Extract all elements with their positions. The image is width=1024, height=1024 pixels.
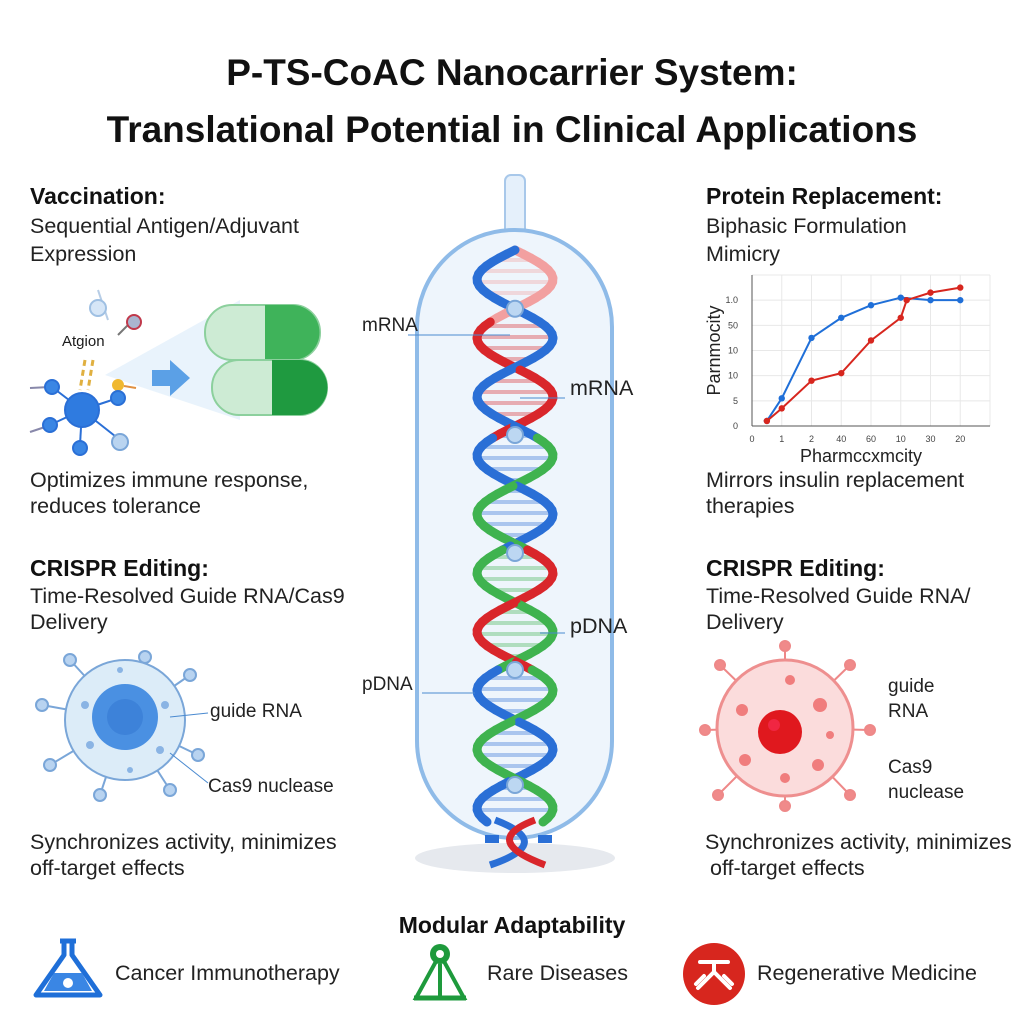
pdna-label-left: pDNA: [362, 674, 413, 695]
vaccination-heading: Vaccination:: [30, 183, 166, 209]
strand-b: [538, 813, 553, 827]
x-tick-label: 20: [955, 434, 965, 444]
modular-item-regenerative-medicine: Regenerative Medicine: [757, 961, 977, 985]
crispr-right-subtitle-1: Time-Resolved Guide RNA/: [706, 584, 971, 608]
helix-node: [506, 299, 524, 318]
crispr-right-benefit-1: Synchronizes activity, minimizes: [705, 830, 1012, 854]
helix-node: [506, 776, 524, 794]
data-point-red: [903, 296, 910, 304]
strand-a: [477, 813, 492, 827]
modular-item-cancer-immunotherapy: Cancer Immunotherapy: [115, 961, 340, 985]
blue-cell-icon: [35, 650, 209, 802]
data-point-red: [778, 405, 785, 412]
helix-node: [506, 544, 524, 562]
data-point-blue: [808, 334, 815, 342]
vaccination-subtitle-2: Expression: [30, 242, 137, 266]
cas9-label-right: Cas9: [888, 757, 933, 778]
x-axis-label: Pharmccxmcity: [800, 446, 922, 466]
data-point-red: [763, 417, 771, 425]
flask-icon: [33, 938, 103, 998]
y-tick-label: 1.0: [725, 295, 738, 305]
x-tick-label: 10: [896, 434, 906, 444]
arrow-icon: [152, 360, 190, 396]
x-tick-label: 0: [749, 434, 754, 444]
data-point-blue: [957, 296, 964, 304]
modular-item-rare-diseases: Rare Diseases: [487, 961, 628, 985]
crispr-right-subtitle-2: Delivery: [706, 610, 784, 634]
data-point-red: [808, 377, 815, 384]
vaccination-subtitle-1: Sequential Antigen/Adjuvant: [30, 214, 299, 238]
y-tick-label: 5: [733, 396, 738, 406]
red-cell-icon: [699, 640, 876, 812]
y-tick-label: 10: [728, 371, 738, 381]
data-point-blue: [778, 395, 785, 402]
nanocarrier-capsule: [408, 174, 615, 873]
rna-label-right: RNA: [888, 701, 929, 722]
strand-tail: [506, 816, 547, 869]
crispr-right-benefit-2: off-target effects: [710, 856, 865, 880]
crispr-right-heading: CRISPR Editing:: [706, 555, 885, 581]
antigen-label: Atgion: [62, 333, 105, 350]
data-point-blue: [867, 302, 875, 309]
capsule-icon: [204, 304, 328, 416]
x-tick-label: 1: [779, 434, 784, 444]
y-tick-label: 10: [728, 346, 738, 356]
mrna-label-left: mRNA: [362, 315, 418, 336]
crispr-left-benefit-2: off-target effects: [30, 856, 185, 880]
data-point-blue: [897, 294, 904, 301]
data-point-red: [867, 337, 875, 344]
protein-benefit-1: Mirrors insulin replacement: [706, 468, 965, 492]
protein-benefit-2: therapies: [706, 494, 795, 518]
y-tick-label: 0: [733, 421, 738, 431]
vaccination-illustration: [29, 289, 328, 456]
title-line-1: P-TS-CoAC Nanocarrier System:: [226, 52, 798, 93]
protein-heading: Protein Replacement:: [706, 183, 943, 209]
x-tick-label: 40: [836, 434, 846, 444]
data-point-red: [957, 284, 964, 291]
data-point-red: [927, 289, 934, 296]
vaccination-benefit-1: Optimizes immune response,: [30, 468, 309, 492]
molecule-icon: [412, 944, 468, 1001]
x-tick-label: 60: [866, 434, 876, 444]
data-point-red: [897, 314, 904, 321]
crispr-left-subtitle-2: Delivery: [30, 610, 108, 634]
antigen-cell-icon: [29, 379, 129, 456]
x-tick-label: 2: [809, 434, 814, 444]
x-tick-label: 30: [925, 434, 935, 444]
pdna-label-right: pDNA: [570, 614, 628, 638]
modular-heading: Modular Adaptability: [398, 912, 626, 938]
regeneration-icon: [683, 943, 745, 1005]
guide-label-right: guide: [888, 676, 935, 697]
title-line-2: Translational Potential in Clinical Appl…: [106, 109, 918, 150]
helix-node: [506, 426, 524, 444]
strand-tail: [488, 816, 528, 869]
y-tick-label: 50: [728, 320, 738, 330]
series-line-blue: [766, 296, 961, 422]
data-point-red: [838, 369, 845, 377]
data-point-blue: [838, 314, 845, 321]
protein-subtitle-1: Biphasic Formulation: [706, 214, 907, 238]
crispr-left-subtitle-1: Time-Resolved Guide RNA/Cas9: [30, 584, 345, 608]
helix-node: [506, 661, 524, 679]
mrna-label-right: mRNA: [570, 376, 634, 400]
crispr-left-benefit-1: Synchronizes activity, minimizes: [30, 830, 337, 854]
crispr-left-heading: CRISPR Editing:: [30, 555, 209, 581]
vaccination-benefit-2: reduces tolerance: [30, 494, 201, 518]
guide-rna-label-left: guide RNA: [210, 701, 302, 722]
protein-subtitle-2: Mimicry: [706, 242, 781, 266]
y-axis-label: Parnmocity: [704, 305, 724, 395]
data-point-blue: [927, 296, 934, 304]
cas9-label-left: Cas9 nuclease: [208, 776, 334, 797]
nuclease-label-right: nuclease: [888, 782, 965, 803]
